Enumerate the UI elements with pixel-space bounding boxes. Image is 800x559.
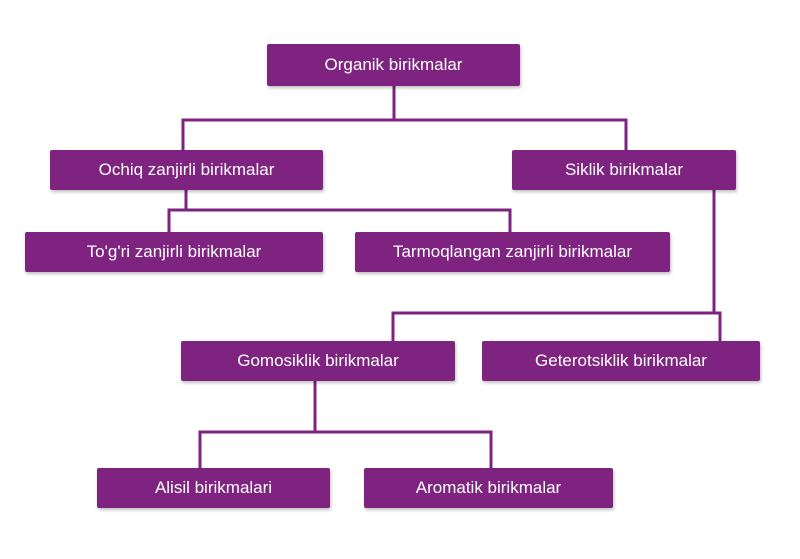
node-heterocyclic-compounds: Geterotsiklik birikmalar <box>482 341 760 381</box>
connector-homocyclic-to-children <box>198 379 493 470</box>
node-homocyclic-compounds: Gomosiklik birikmalar <box>181 341 455 381</box>
node-cyclic-compounds-label: Siklik birikmalar <box>564 160 684 179</box>
node-alicyclic-compounds-label: Alisil birikmalari <box>154 478 273 497</box>
node-straight-chain-compounds: To'g'ri zanjirli birikmalar <box>25 232 323 272</box>
connector-open-chain-to-children <box>167 188 512 234</box>
node-open-chain-compounds: Ochiq zanjirli birikmalar <box>50 150 323 190</box>
node-organic-compounds-label: Organik birikmalar <box>324 55 463 74</box>
node-alicyclic-compounds: Alisil birikmalari <box>97 468 330 508</box>
connector-root-to-level1 <box>181 84 628 152</box>
node-heterocyclic-compounds-label: Geterotsiklik birikmalar <box>535 351 707 370</box>
node-open-chain-compounds-label: Ochiq zanjirli birikmalar <box>98 160 275 179</box>
node-homocyclic-compounds-label: Gomosiklik birikmalar <box>237 351 399 370</box>
node-organic-compounds: Organik birikmalar <box>267 44 520 86</box>
connector-cyclic-to-children <box>391 188 722 343</box>
node-cyclic-compounds: Siklik birikmalar <box>512 150 736 190</box>
node-straight-chain-compounds-label: To'g'ri zanjirli birikmalar <box>86 242 262 261</box>
node-branched-chain-compounds-label: Tarmoqlangan zanjirli birikmalar <box>392 242 633 261</box>
node-branched-chain-compounds: Tarmoqlangan zanjirli birikmalar <box>355 232 670 272</box>
node-aromatic-compounds: Aromatik birikmalar <box>364 468 613 508</box>
node-aromatic-compounds-label: Aromatik birikmalar <box>415 478 562 497</box>
